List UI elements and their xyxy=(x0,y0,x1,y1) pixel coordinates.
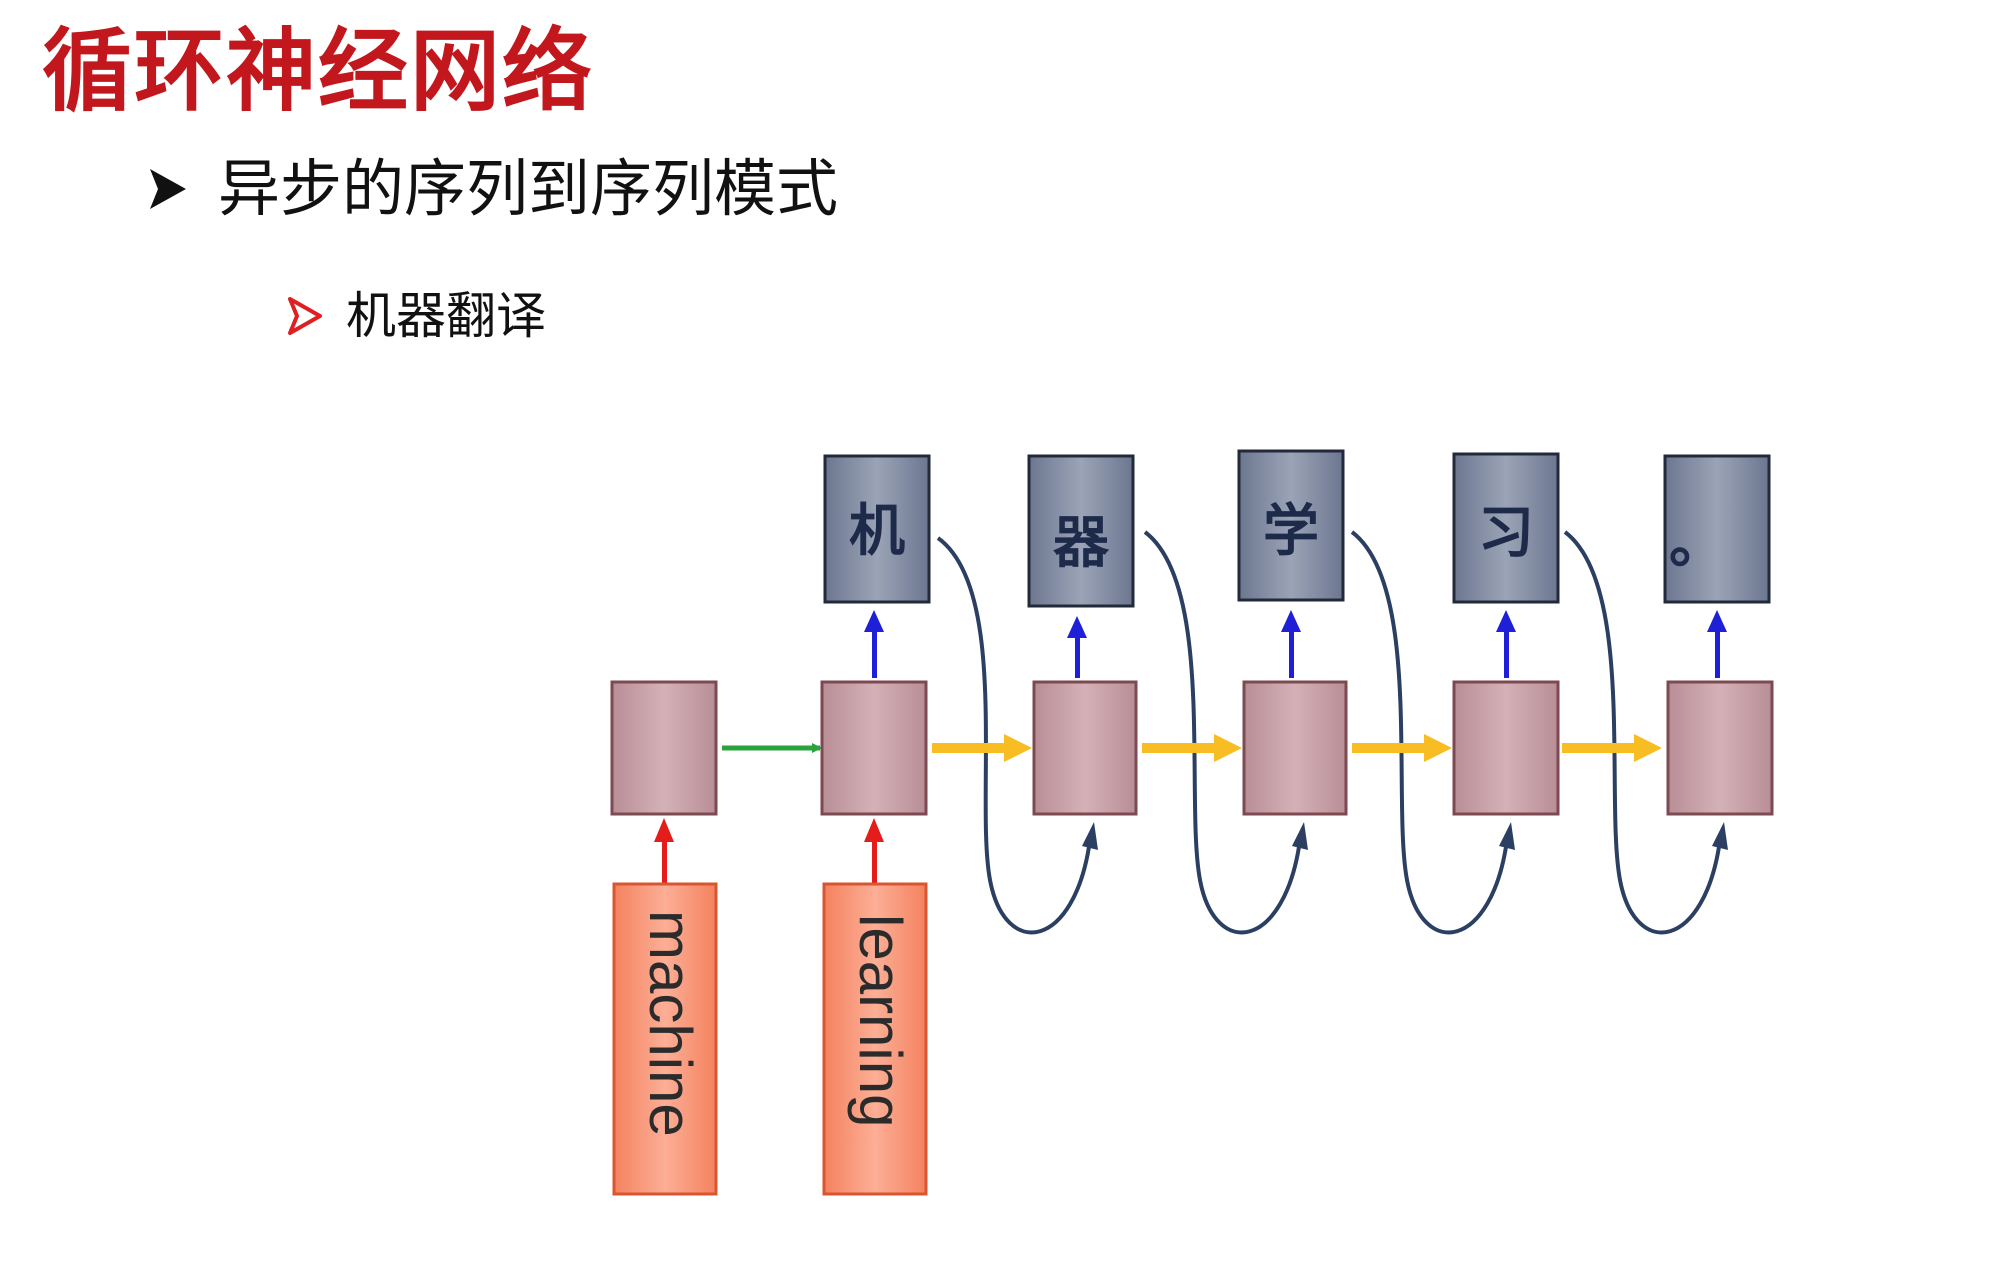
output-label-4: 习 xyxy=(1478,500,1534,566)
decoder-arrow-1 xyxy=(932,734,1032,762)
decoder-cell-4 xyxy=(1666,680,1774,816)
decoder-arrows xyxy=(932,734,1662,762)
input-box-2 xyxy=(822,882,928,1196)
bullet-arrow-icon xyxy=(150,169,186,210)
output-label-2: 器 xyxy=(1053,510,1110,576)
feedback-arrowheads xyxy=(1082,822,1728,850)
output-arrows xyxy=(864,610,1727,678)
input-boxes xyxy=(612,882,928,1196)
input-box-1 xyxy=(612,882,718,1196)
bullet-arrow-red-icon xyxy=(288,297,322,335)
feedback-curve-4 xyxy=(1563,530,1722,935)
feedback-arrowhead-3 xyxy=(1499,822,1515,850)
encoder-cell-1 xyxy=(610,680,718,816)
decoder-cell-3 xyxy=(1452,680,1560,816)
decoder-arrow-4 xyxy=(1562,734,1662,762)
bullet-level2: 机器翻译 xyxy=(288,286,546,346)
encoder-cell-2 xyxy=(820,680,928,816)
bullet-level2-text: 机器翻译 xyxy=(346,287,546,345)
input-arrow-1 xyxy=(654,818,674,884)
bullet-level1-text: 异步的序列到序列模式 xyxy=(218,152,839,225)
output-box-3 xyxy=(1237,449,1345,602)
input-arrows xyxy=(654,818,884,884)
feedback-curve-2 xyxy=(1143,530,1302,935)
feedback-curve-3 xyxy=(1350,530,1509,935)
output-label-1: 机 xyxy=(849,498,905,564)
feedback-curves xyxy=(936,530,1722,935)
output-arrow-2 xyxy=(1067,616,1087,678)
output-label-5: 。 xyxy=(1669,510,1725,576)
output-box-1 xyxy=(823,454,931,604)
feedback-arrowhead-2 xyxy=(1292,822,1308,850)
output-arrow-4 xyxy=(1496,610,1516,678)
decoder-cell-1 xyxy=(1032,680,1138,816)
input-arrow-2 xyxy=(864,818,884,884)
feedback-arrowhead-4 xyxy=(1712,822,1728,850)
output-label-3: 学 xyxy=(1263,498,1319,564)
output-box-5 xyxy=(1663,454,1771,604)
page-title: 循环神经网络 xyxy=(42,19,594,124)
input-label-1: machine xyxy=(637,910,704,1137)
input-label-2: learning xyxy=(847,914,914,1128)
decoder-cell-2 xyxy=(1242,680,1348,816)
output-arrow-5 xyxy=(1707,610,1727,678)
rnn-cells xyxy=(610,680,1774,816)
output-boxes xyxy=(823,449,1771,608)
output-box-4 xyxy=(1452,452,1560,604)
decoder-arrow-2 xyxy=(1142,734,1242,762)
feedback-arrowhead-1 xyxy=(1082,822,1098,850)
output-arrow-1 xyxy=(864,610,884,678)
output-arrow-3 xyxy=(1281,610,1301,678)
output-box-2 xyxy=(1027,454,1135,608)
decoder-arrow-3 xyxy=(1352,734,1452,762)
bullet-level1: 异步的序列到序列模式 xyxy=(148,152,838,226)
feedback-curve-1 xyxy=(936,536,1092,935)
